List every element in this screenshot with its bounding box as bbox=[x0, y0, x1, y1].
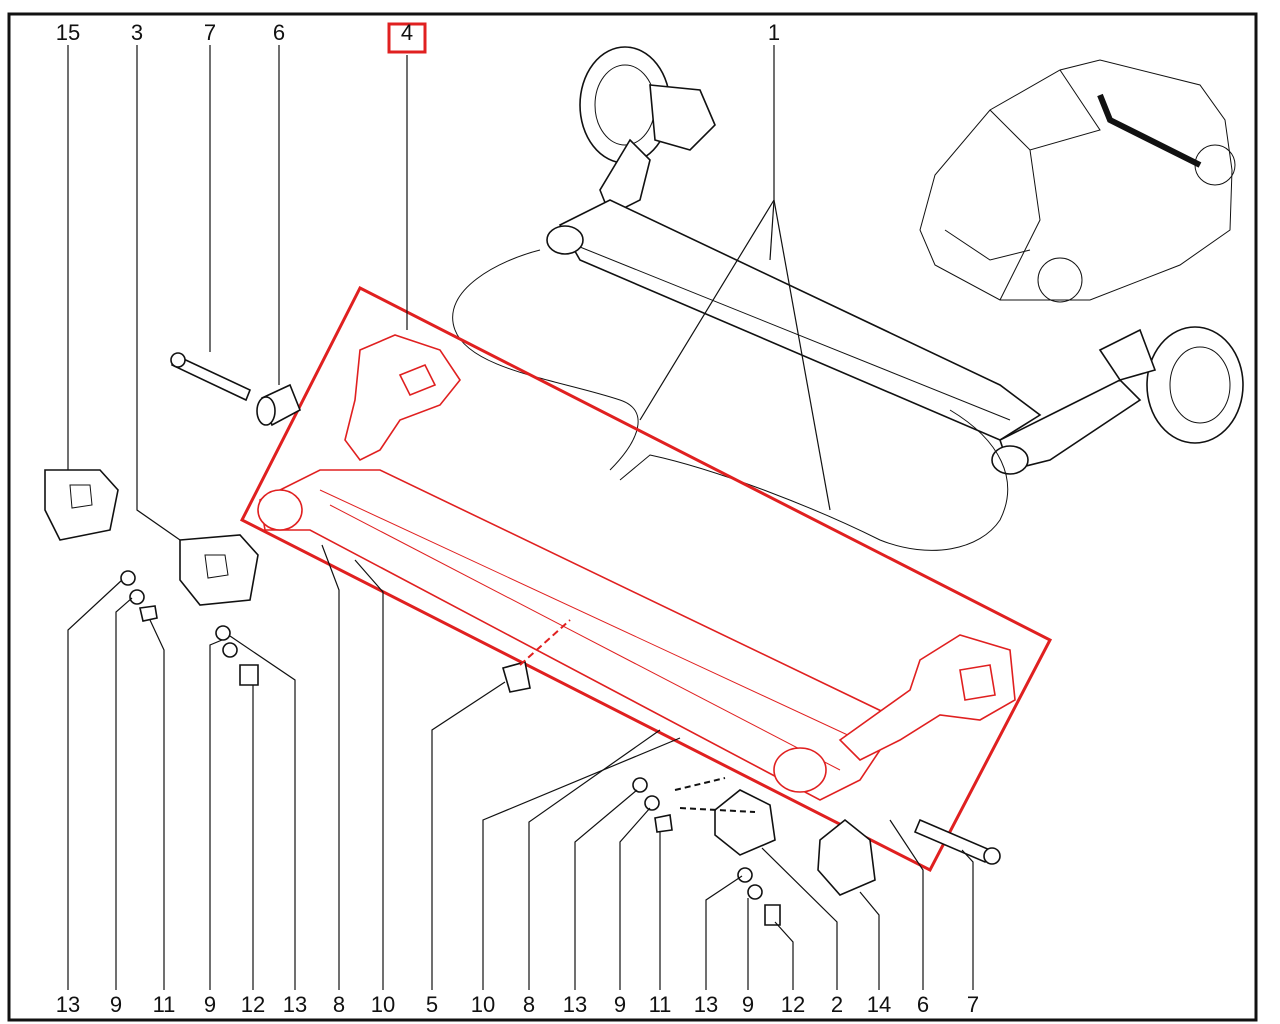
callout-label-7: 7 bbox=[204, 20, 216, 45]
leader-line bbox=[354, 559, 384, 990]
callout-label-11: 11 bbox=[649, 992, 672, 1017]
rear-beam-highlight[interactable] bbox=[239, 285, 1053, 873]
leader-lines bbox=[67, 45, 974, 990]
callout-label-5: 5 bbox=[426, 992, 438, 1017]
leader-line bbox=[574, 789, 638, 990]
callout-label-11: 11 bbox=[153, 992, 176, 1017]
leader-line bbox=[136, 45, 181, 541]
callout-label-9: 9 bbox=[204, 992, 216, 1017]
callout-label-9: 9 bbox=[742, 992, 754, 1017]
axle-assembly bbox=[452, 46, 1244, 551]
leader-line bbox=[229, 635, 296, 990]
callout-label-14: 14 bbox=[867, 992, 891, 1017]
leader-line bbox=[773, 199, 831, 511]
car-illustration bbox=[919, 59, 1236, 303]
callout-label-6: 6 bbox=[273, 20, 285, 45]
callout-label-2: 2 bbox=[831, 992, 843, 1017]
leader-line bbox=[859, 891, 880, 990]
callout-label-9: 9 bbox=[614, 992, 626, 1017]
callout-label-13: 13 bbox=[694, 992, 718, 1017]
callout-label-13: 13 bbox=[283, 992, 307, 1017]
callout-label-4: 4 bbox=[401, 20, 413, 45]
callout-label-12: 12 bbox=[241, 992, 265, 1017]
callout-label-8: 8 bbox=[523, 992, 535, 1017]
leader-line bbox=[961, 849, 974, 990]
leader-line bbox=[431, 681, 506, 990]
callout-label-13: 13 bbox=[56, 992, 80, 1017]
callout-label-6: 6 bbox=[917, 992, 929, 1017]
callout-label-15: 15 bbox=[56, 20, 80, 45]
leader-line bbox=[149, 619, 165, 990]
small-parts bbox=[44, 352, 1001, 926]
leader-line bbox=[528, 729, 661, 990]
highlight-label-box bbox=[387, 22, 427, 54]
leader-line bbox=[619, 807, 651, 990]
diagram-border bbox=[7, 12, 1258, 1022]
callout-label-12: 12 bbox=[781, 992, 805, 1017]
highlight-frame bbox=[239, 285, 1053, 873]
callout-label-9: 9 bbox=[110, 992, 122, 1017]
callout-label-3: 3 bbox=[131, 20, 143, 45]
callout-label-8: 8 bbox=[333, 992, 345, 1017]
leader-line bbox=[774, 921, 794, 990]
leader-line bbox=[769, 199, 775, 261]
leader-line bbox=[321, 544, 340, 990]
leader-line bbox=[209, 639, 223, 990]
callout-label-7: 7 bbox=[967, 992, 979, 1017]
callout-label-1: 1 bbox=[768, 20, 780, 45]
leader-line bbox=[115, 597, 133, 990]
callout-label-10: 10 bbox=[371, 992, 395, 1017]
leader-line bbox=[482, 737, 681, 990]
callout-labels: 15 3 7 6 4 1 13 9 11 9 12 13 8 10 5 10 8 13 9 11 13 9 12 2 14 6 7 bbox=[56, 20, 979, 1017]
leader-line bbox=[67, 579, 123, 990]
callout-label-13: 13 bbox=[563, 992, 587, 1017]
leader-line bbox=[889, 819, 924, 990]
leader-line bbox=[761, 847, 838, 990]
leader-line bbox=[705, 875, 743, 990]
callout-label-10: 10 bbox=[471, 992, 495, 1017]
